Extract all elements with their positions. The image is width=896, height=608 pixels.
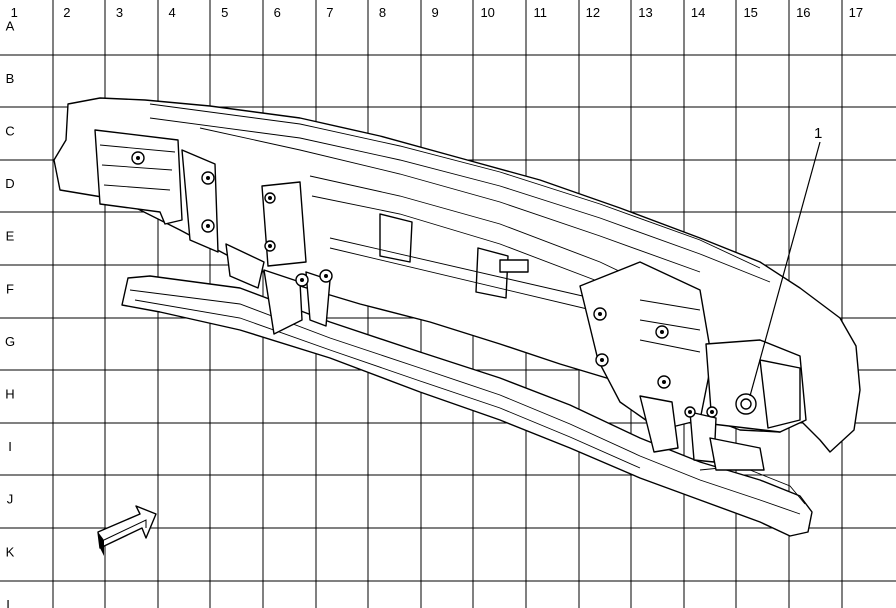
column-label: 10 [480,5,494,20]
column-label: 3 [116,5,123,20]
column-label: 9 [431,5,438,20]
column-label: 11 [534,5,548,20]
row-label: C [5,124,14,139]
column-label: 8 [379,5,386,20]
row-label: A [6,18,15,33]
column-label: 16 [796,5,810,20]
column-label: 2 [63,5,70,20]
row-labels: A B C D E F G H I J K L [5,18,15,608]
row-label: K [6,544,15,559]
bolt-group [131,151,757,418]
row-label: L [6,597,13,608]
row-label: E [6,229,15,244]
row-label: F [6,281,14,296]
column-label: 4 [168,5,175,20]
row-label: D [5,176,14,191]
row-label: J [7,492,14,507]
column-label: 5 [221,5,228,20]
row-label: H [5,387,14,402]
bumper-illustration [53,97,861,537]
row-label: B [6,71,15,86]
callout-leader-line [749,141,821,397]
row-label: I [8,439,12,454]
column-label: 14 [691,5,705,20]
column-label: 12 [586,5,600,20]
column-label: 13 [638,5,652,20]
column-label: 6 [274,5,281,20]
row-label: G [5,334,15,349]
column-label: 7 [326,5,333,20]
lower-impact-bar [121,275,813,537]
column-label: 17 [849,5,863,20]
column-label: 15 [743,5,757,20]
callout-label: 1 [814,125,822,142]
left-mount-bracket [94,129,183,225]
direction-arrow-icon [97,505,157,556]
column-label: 1 [11,5,18,20]
